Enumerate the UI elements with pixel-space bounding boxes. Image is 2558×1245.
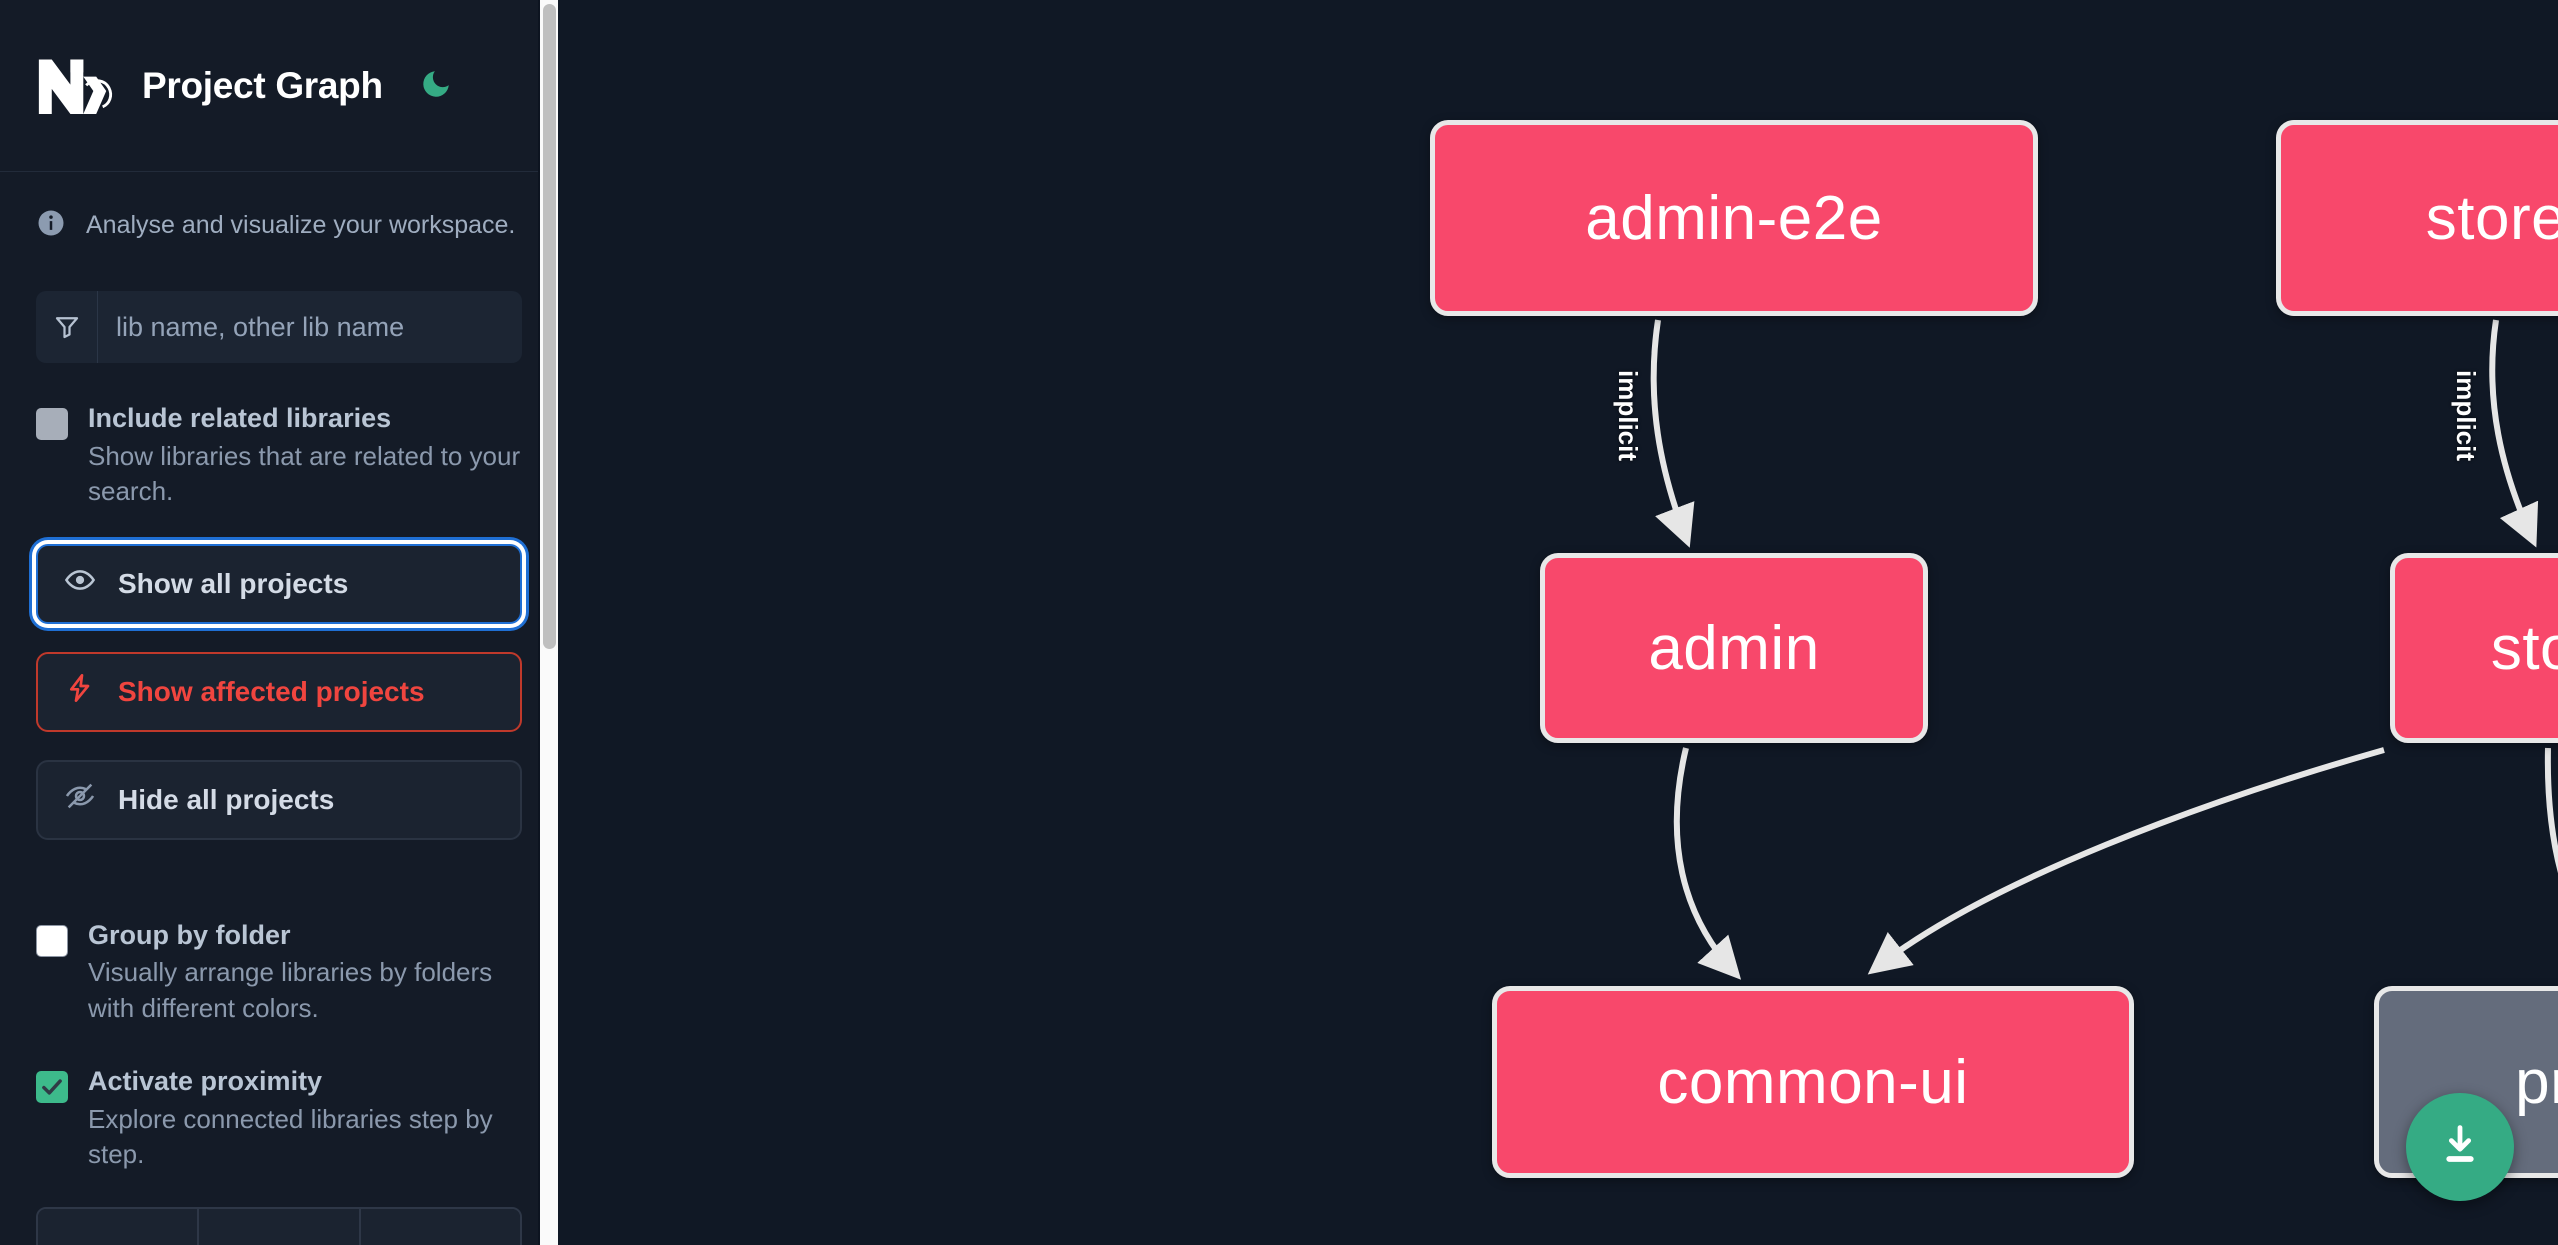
edge-store-e2e-store — [2489, 319, 2539, 548]
bottom-group-segment-3[interactable] — [360, 1208, 520, 1245]
edge-label-implicit-admin: implicit — [1613, 369, 1644, 462]
checkbox-group-by-folder[interactable]: Group by folder Visually arrange librari… — [36, 920, 522, 1027]
hide-all-projects-button[interactable]: Hide all projects — [36, 759, 522, 840]
bottom-group-segment-2[interactable] — [199, 1208, 361, 1245]
download-icon — [2434, 1120, 2486, 1175]
show-affected-projects-button[interactable]: Show affected projects — [36, 651, 522, 732]
checkbox-label: Include related libraries — [88, 403, 392, 433]
graph-node-store[interactable]: store — [2390, 553, 2558, 743]
lightning-icon — [64, 672, 96, 711]
checkbox-box[interactable] — [36, 924, 68, 957]
sidebar-header: Project Graph — [0, 0, 558, 172]
button-label: Show all projects — [118, 567, 349, 599]
edge-label-implicit-store: implicit — [2451, 369, 2482, 462]
filter-field[interactable] — [36, 291, 522, 363]
edge-admin-e2e-admin — [1650, 319, 1695, 548]
graph-node-admin-e2e[interactable]: admin-e2e — [1430, 120, 2038, 316]
graph-canvas[interactable]: implicit implicit admin-e2e store-e2e ad… — [558, 0, 2558, 1245]
checkbox-description: Show libraries that are related to your … — [88, 440, 521, 507]
checkbox-include-related-libraries[interactable]: Include related libraries Show libraries… — [36, 403, 522, 510]
edge-store-common-ui — [1867, 747, 2385, 975]
button-label: Show affected projects — [118, 675, 425, 707]
checkbox-label: Group by folder — [88, 919, 291, 950]
node-label: common-ui — [1657, 1047, 1969, 1117]
moon-icon — [419, 67, 453, 104]
bottom-group-segment-1[interactable] — [38, 1208, 200, 1245]
theme-toggle-button[interactable] — [413, 63, 459, 109]
node-label: admin — [1648, 613, 1820, 683]
info-icon — [36, 208, 66, 243]
bottom-button-group[interactable] — [36, 1206, 522, 1245]
edge-admin-common-ui — [1673, 747, 1742, 980]
checkbox-activate-proximity[interactable]: Activate proximity Explore connected lib… — [36, 1066, 522, 1173]
checkbox-description: Explore connected libraries step by step… — [88, 1104, 493, 1170]
page-title: Project Graph — [142, 64, 383, 106]
node-label: products — [2515, 1047, 2558, 1117]
sidebar-scrollbar-thumb[interactable] — [543, 4, 556, 649]
sidebar-scrollbar[interactable] — [540, 0, 558, 1245]
node-label: store-e2e — [2425, 183, 2558, 253]
sidebar-divider — [538, 0, 540, 1245]
graph-node-common-ui[interactable]: common-ui — [1492, 986, 2134, 1178]
node-label: admin-e2e — [1585, 183, 1883, 253]
checkbox-description: Visually arrange libraries by folders wi… — [88, 957, 493, 1023]
checkbox-label: Activate proximity — [88, 1066, 323, 1097]
nx-logo-icon — [36, 55, 122, 117]
sidebar: Project Graph Ana — [0, 0, 558, 1245]
show-all-projects-button[interactable]: Show all projects — [36, 543, 522, 624]
graph-node-admin[interactable]: admin — [1540, 553, 1928, 743]
check-icon — [42, 1079, 62, 1095]
eye-icon — [64, 564, 96, 603]
graph-edges — [1650, 319, 2558, 980]
search-input[interactable] — [98, 291, 522, 363]
node-label: store — [2490, 613, 2558, 683]
funnel-icon — [36, 291, 98, 363]
eye-off-icon — [64, 780, 96, 819]
download-button[interactable] — [2406, 1093, 2514, 1201]
graph-node-store-e2e[interactable]: store-e2e — [2276, 120, 2558, 316]
info-text: Analyse and visualize your workspace. — [86, 211, 516, 239]
checkbox-box[interactable] — [36, 408, 68, 440]
workspace-info: Analyse and visualize your workspace. — [0, 172, 558, 243]
checkbox-box[interactable] — [36, 1071, 68, 1104]
button-label: Hide all projects — [118, 783, 335, 815]
edge-store-products — [2544, 747, 2558, 874]
